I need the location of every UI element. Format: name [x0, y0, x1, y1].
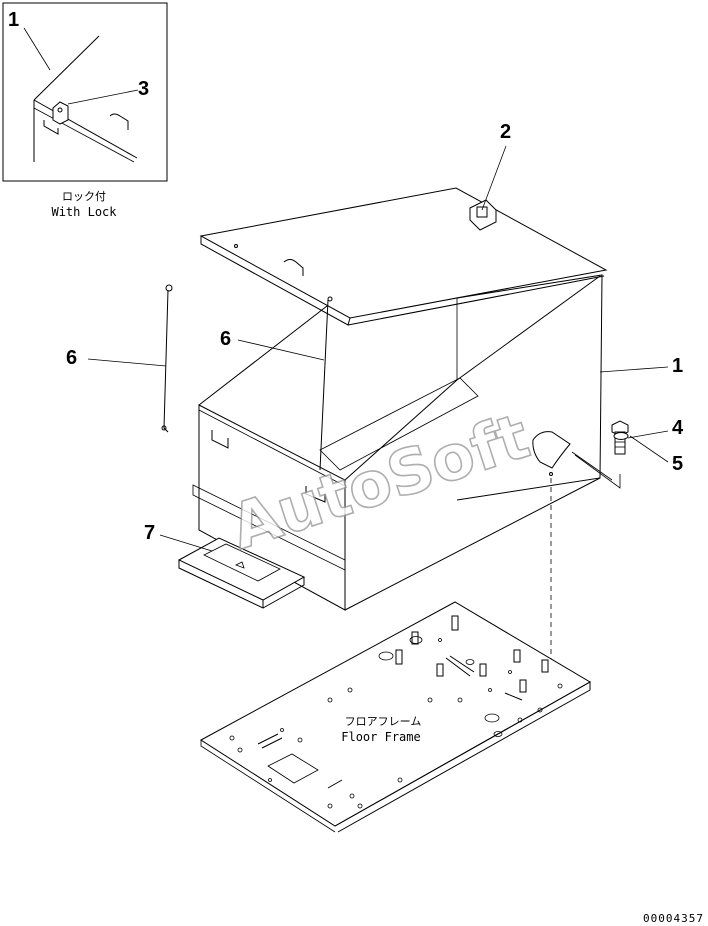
- inset-label-jp: ロック付: [62, 190, 106, 203]
- bolt: [611, 420, 629, 455]
- leader-lines: [87, 145, 669, 552]
- callout-3: 3: [138, 78, 149, 100]
- box-lid: [199, 187, 608, 326]
- callout-2: 2: [500, 121, 511, 143]
- handle-icon: [43, 120, 59, 135]
- callout-4: 4: [672, 417, 684, 439]
- handle-icon: [283, 259, 304, 276]
- storage-box: [192, 274, 603, 611]
- floor-opening: [267, 753, 319, 784]
- callout-1-inset: 1: [8, 9, 19, 31]
- edge-guard: [532, 431, 571, 469]
- handle-icon: [305, 486, 326, 503]
- handle-icon: [109, 113, 129, 130]
- document-number: 00004357: [643, 912, 704, 925]
- callout-7: 7: [144, 522, 155, 544]
- callout-1-main: 1: [672, 355, 683, 377]
- inset-label-en: With Lock: [51, 205, 117, 219]
- floor-frame: [200, 601, 591, 833]
- inset-detail: [2, 2, 168, 182]
- inset-frame: [2, 2, 168, 182]
- washer: [613, 432, 629, 440]
- callout-6-mid: 6: [220, 328, 231, 350]
- callout-5: 5: [672, 453, 683, 475]
- floor-frame-label-jp: フロアフレーム: [345, 715, 422, 728]
- support-rod-loose: [163, 289, 169, 433]
- floor-frame-label-en: Floor Frame: [341, 730, 420, 744]
- support-rod: [319, 299, 329, 471]
- watermark: AutoSoft: [222, 399, 538, 564]
- handle-icon: [211, 430, 229, 449]
- lock-hasp-icon: [52, 101, 69, 125]
- step-plate: [177, 537, 306, 609]
- callout-6-left: 6: [66, 347, 77, 369]
